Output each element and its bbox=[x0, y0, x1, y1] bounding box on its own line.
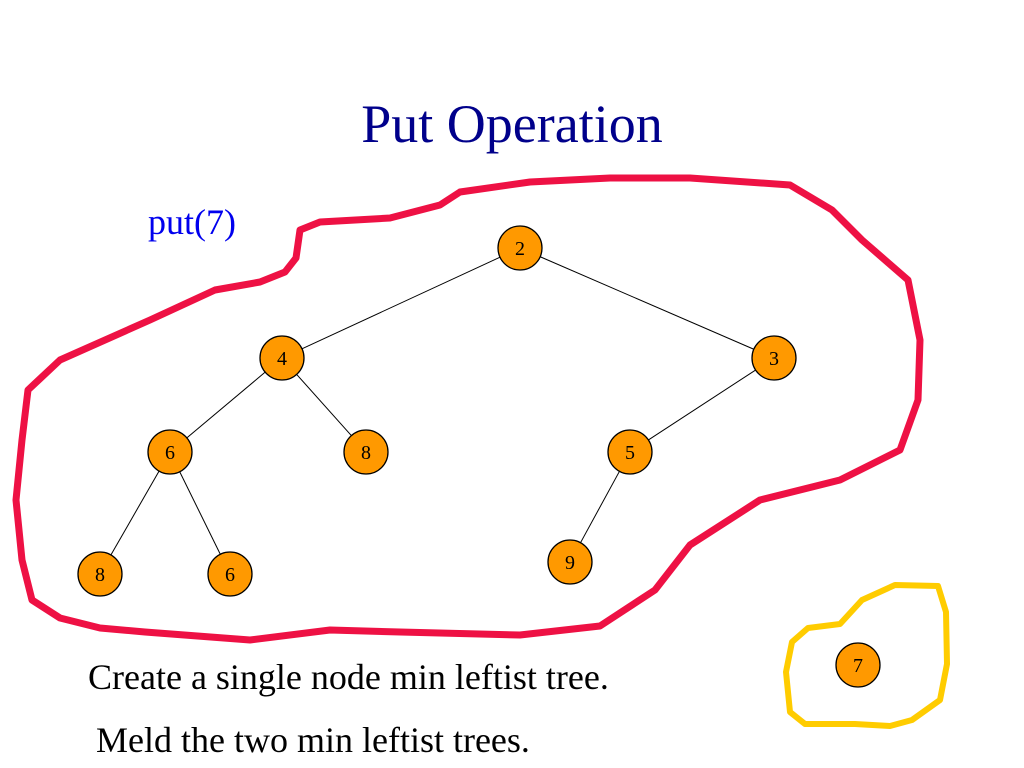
node-circle bbox=[607, 429, 653, 475]
slide-title: Put Operation bbox=[361, 94, 663, 154]
tree-node-n2: 2 bbox=[497, 225, 543, 271]
tree-node-n6b: 6 bbox=[207, 551, 253, 597]
tree-node-n9: 9 bbox=[547, 539, 593, 585]
node-circle bbox=[547, 539, 593, 585]
tree-edge-n5-n9 bbox=[580, 471, 620, 543]
node-circle bbox=[751, 335, 797, 381]
node-label: 3 bbox=[769, 348, 779, 370]
tree-edge-n2-n3 bbox=[539, 256, 755, 350]
tree-node-n8b: 8 bbox=[77, 551, 123, 597]
node-label: 9 bbox=[565, 552, 575, 574]
node-label: 5 bbox=[625, 442, 635, 464]
tree-node-n8a: 8 bbox=[343, 429, 389, 475]
tree-edge-n4-n6a bbox=[186, 371, 266, 439]
node-circle bbox=[207, 551, 253, 597]
node-circle bbox=[147, 429, 193, 475]
node-label: 8 bbox=[95, 564, 105, 586]
node-circle bbox=[835, 642, 881, 688]
caption-meld-trees: Meld the two min leftist trees. bbox=[96, 720, 530, 760]
put-callout: put(7) bbox=[148, 202, 236, 242]
tree-edge-n3-n5 bbox=[648, 369, 756, 441]
caption-create-node: Create a single node min leftist tree. bbox=[88, 657, 609, 697]
tree-edge-n2-n4 bbox=[301, 256, 501, 350]
node-label: 8 bbox=[361, 442, 371, 464]
node-circle bbox=[343, 429, 389, 475]
tree-node-n4: 4 bbox=[259, 335, 305, 381]
tree-node-n5: 5 bbox=[607, 429, 653, 475]
tree-edge-n6a-n8b bbox=[110, 470, 160, 556]
node-label: 7 bbox=[853, 655, 863, 677]
tree-edge-n6a-n6b bbox=[179, 471, 221, 555]
node-label: 6 bbox=[225, 564, 235, 586]
new-tree-node-n7: 7 bbox=[835, 642, 881, 688]
tree-node-n3: 3 bbox=[751, 335, 797, 381]
node-circle bbox=[77, 551, 123, 597]
new-node-outline bbox=[783, 582, 950, 729]
tree-edge-n4-n8a bbox=[296, 374, 352, 436]
tree-node-n6a: 6 bbox=[147, 429, 193, 475]
node-circle bbox=[497, 225, 543, 271]
existing-tree-outline bbox=[12, 174, 924, 644]
node-label: 2 bbox=[515, 238, 525, 260]
node-label: 4 bbox=[277, 348, 287, 370]
node-label: 6 bbox=[165, 442, 175, 464]
node-circle bbox=[259, 335, 305, 381]
